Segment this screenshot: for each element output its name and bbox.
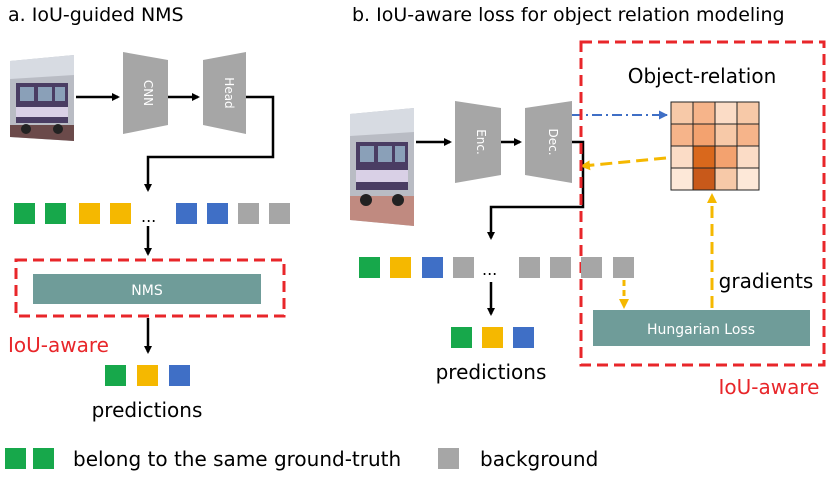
dashed-relation-to-dec [580, 156, 667, 171]
hungarian-loss-label: Hungarian Loss [647, 322, 755, 338]
token-green [359, 257, 380, 278]
cnn-label: CNN [141, 80, 155, 106]
prediction-row-b [451, 327, 534, 348]
legend-gray-swatch [438, 448, 459, 469]
nms-label: NMS [131, 283, 163, 299]
token-gray [613, 257, 634, 278]
bus-photo-icon [10, 55, 74, 141]
token-gray [519, 257, 540, 278]
pred-blue [169, 365, 190, 386]
token-yellow [110, 203, 131, 224]
pred-yellow [482, 327, 503, 348]
panel-b-title: b. IoU-aware loss for object relation mo… [352, 4, 785, 26]
legend-green-swatch [5, 448, 26, 469]
token-gray [581, 257, 602, 278]
token-gray [550, 257, 571, 278]
gradients-label: gradients [719, 269, 814, 293]
token-yellow [390, 257, 411, 278]
arrow-dec-to-tokens [487, 140, 585, 240]
iou-aware-frame-a [14, 258, 286, 318]
legend: belong to the same ground-truth backgrou… [5, 447, 598, 471]
hungarian-loss-box [593, 310, 810, 346]
token-gray [238, 203, 259, 224]
predictions-label-b: predictions [436, 360, 547, 384]
prediction-row-a [105, 365, 190, 386]
predictions-label-a: predictions [92, 398, 203, 422]
ellipsis-b: ... [482, 260, 497, 279]
token-gray [453, 257, 474, 278]
token-row-b: ... [359, 257, 634, 279]
token-green [45, 203, 66, 224]
token-yellow [79, 203, 100, 224]
dec-label: Dec. [546, 128, 560, 155]
encoder-block: Enc. [455, 101, 501, 183]
panel-a-title: a. IoU-guided NMS [8, 4, 184, 26]
iou-aware-label-a: IoU-aware [8, 333, 109, 357]
token-blue [176, 203, 197, 224]
iou-aware-frame-b [579, 40, 826, 367]
token-green [14, 203, 35, 224]
decoder-block: Dec. [525, 101, 572, 183]
token-row-a: ... [14, 203, 290, 226]
legend-background-label: background [480, 447, 598, 471]
legend-green-swatch [33, 448, 54, 469]
pred-yellow [137, 365, 158, 386]
arrow-head-to-tokens [144, 95, 275, 192]
heatmap-grid-icon [670, 101, 760, 191]
token-blue [207, 203, 228, 224]
pred-green [451, 327, 472, 348]
head-label: Head [222, 77, 236, 108]
bus-photo-icon [350, 108, 414, 226]
ellipsis-a: ... [141, 207, 156, 226]
token-gray [269, 203, 290, 224]
enc-label: Enc. [474, 129, 488, 155]
token-blue [422, 257, 443, 278]
pred-blue [513, 327, 534, 348]
iou-aware-label-b: IoU-aware [719, 375, 820, 399]
head-block: Head [203, 52, 246, 134]
object-relation-label: Object-relation [628, 64, 777, 88]
pred-green [105, 365, 126, 386]
nms-box [33, 274, 261, 304]
legend-same-gt-label: belong to the same ground-truth [73, 447, 401, 471]
cnn-block: CNN [123, 52, 168, 134]
